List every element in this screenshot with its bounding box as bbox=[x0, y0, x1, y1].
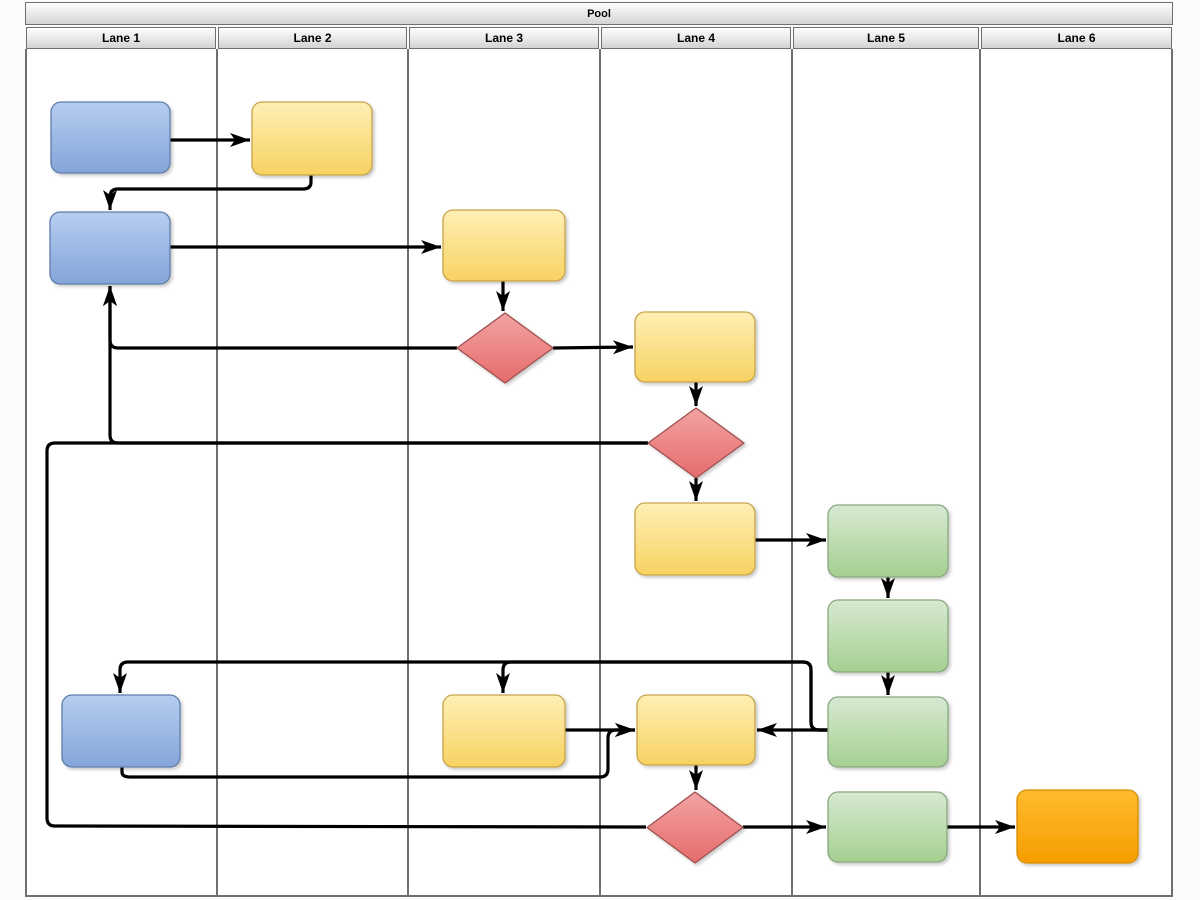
task-11-node[interactable] bbox=[636, 694, 756, 766]
task-9-node[interactable] bbox=[827, 696, 949, 768]
nodes-layer bbox=[49, 101, 1139, 864]
lane-header-lane-3[interactable]: Lane 3 bbox=[409, 27, 599, 49]
decision-3-node[interactable] bbox=[646, 791, 744, 864]
lane-header-label: Lane 5 bbox=[866, 31, 905, 45]
edge-decision-2-to-task-3[interactable] bbox=[103, 286, 648, 445]
lane-divider bbox=[216, 49, 218, 895]
lane-divider bbox=[407, 49, 409, 895]
lane-divider bbox=[791, 49, 793, 895]
edge-decision-1-to-task-5[interactable] bbox=[552, 340, 634, 355]
lane-header-label: Lane 3 bbox=[484, 31, 523, 45]
lane-header-lane-5[interactable]: Lane 5 bbox=[793, 27, 979, 49]
task-10-node[interactable] bbox=[442, 694, 566, 768]
edge-decision-1-to-task-3[interactable] bbox=[103, 286, 457, 350]
edge-decision-2-to-decision-3[interactable] bbox=[45, 441, 648, 829]
task-4-node[interactable] bbox=[442, 209, 566, 282]
lane-divider bbox=[979, 49, 981, 895]
decision-2-node[interactable] bbox=[647, 407, 745, 479]
pool-title: Pool bbox=[587, 7, 611, 20]
lane-header-lane-1[interactable]: Lane 1 bbox=[26, 27, 216, 49]
task-6-node[interactable] bbox=[634, 502, 756, 576]
task-2-node[interactable] bbox=[251, 101, 373, 176]
edge-task-2-to-task-3[interactable] bbox=[103, 175, 313, 210]
decision-1-node[interactable] bbox=[456, 312, 554, 384]
task-8-node[interactable] bbox=[827, 599, 949, 673]
lane-divider bbox=[599, 49, 601, 895]
pool-header[interactable]: Pool bbox=[25, 2, 1173, 25]
task-13-node[interactable] bbox=[827, 791, 948, 863]
task-1-node[interactable] bbox=[50, 101, 171, 174]
task-12-node[interactable] bbox=[61, 694, 181, 768]
lane-header-lane-6[interactable]: Lane 6 bbox=[981, 27, 1172, 49]
task-7-node[interactable] bbox=[827, 504, 949, 578]
lane-header-label: Lane 2 bbox=[293, 31, 332, 45]
task-5-node[interactable] bbox=[634, 311, 756, 383]
lane-header-label: Lane 4 bbox=[676, 31, 715, 45]
lane-header-label: Lane 1 bbox=[101, 31, 140, 45]
edge-task-9-to-task-12[interactable] bbox=[113, 660, 828, 732]
edges-layer bbox=[45, 133, 1015, 834]
task-14-node[interactable] bbox=[1016, 789, 1139, 864]
task-3-node[interactable] bbox=[49, 211, 171, 285]
lane-header-lane-4[interactable]: Lane 4 bbox=[601, 27, 791, 49]
lane-header-lane-2[interactable]: Lane 2 bbox=[218, 27, 407, 49]
lane-header-label: Lane 6 bbox=[1057, 31, 1096, 45]
edge-task-12-to-task-11[interactable] bbox=[120, 723, 635, 779]
